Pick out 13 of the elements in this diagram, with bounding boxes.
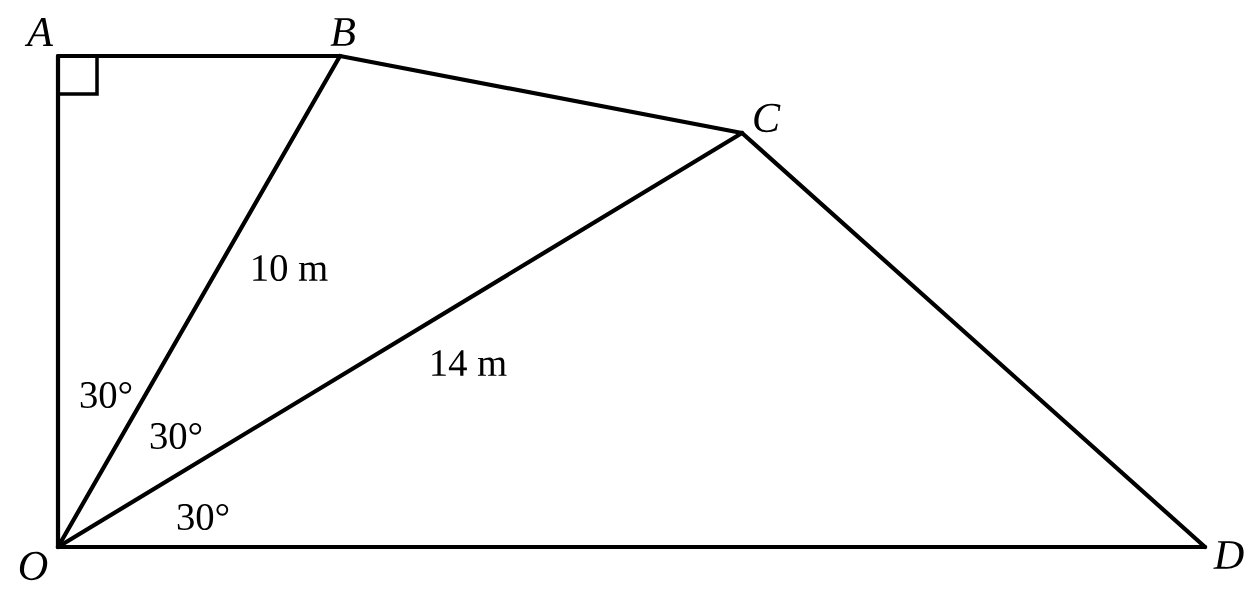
angle-label: 30° [80,381,132,409]
point-label: C [754,103,781,133]
angle-label: 30° [177,503,229,531]
length-label: 10 m [253,254,328,282]
point-label: D [1213,541,1244,569]
point-label: A [24,18,54,46]
line-segment [337,53,745,136]
point-label: O [19,551,48,581]
point-label: B [330,18,355,46]
line-segment [55,53,61,550]
angle-label: 30° [150,422,202,450]
length-label: 14 m [432,350,507,376]
line-segment [55,130,745,550]
